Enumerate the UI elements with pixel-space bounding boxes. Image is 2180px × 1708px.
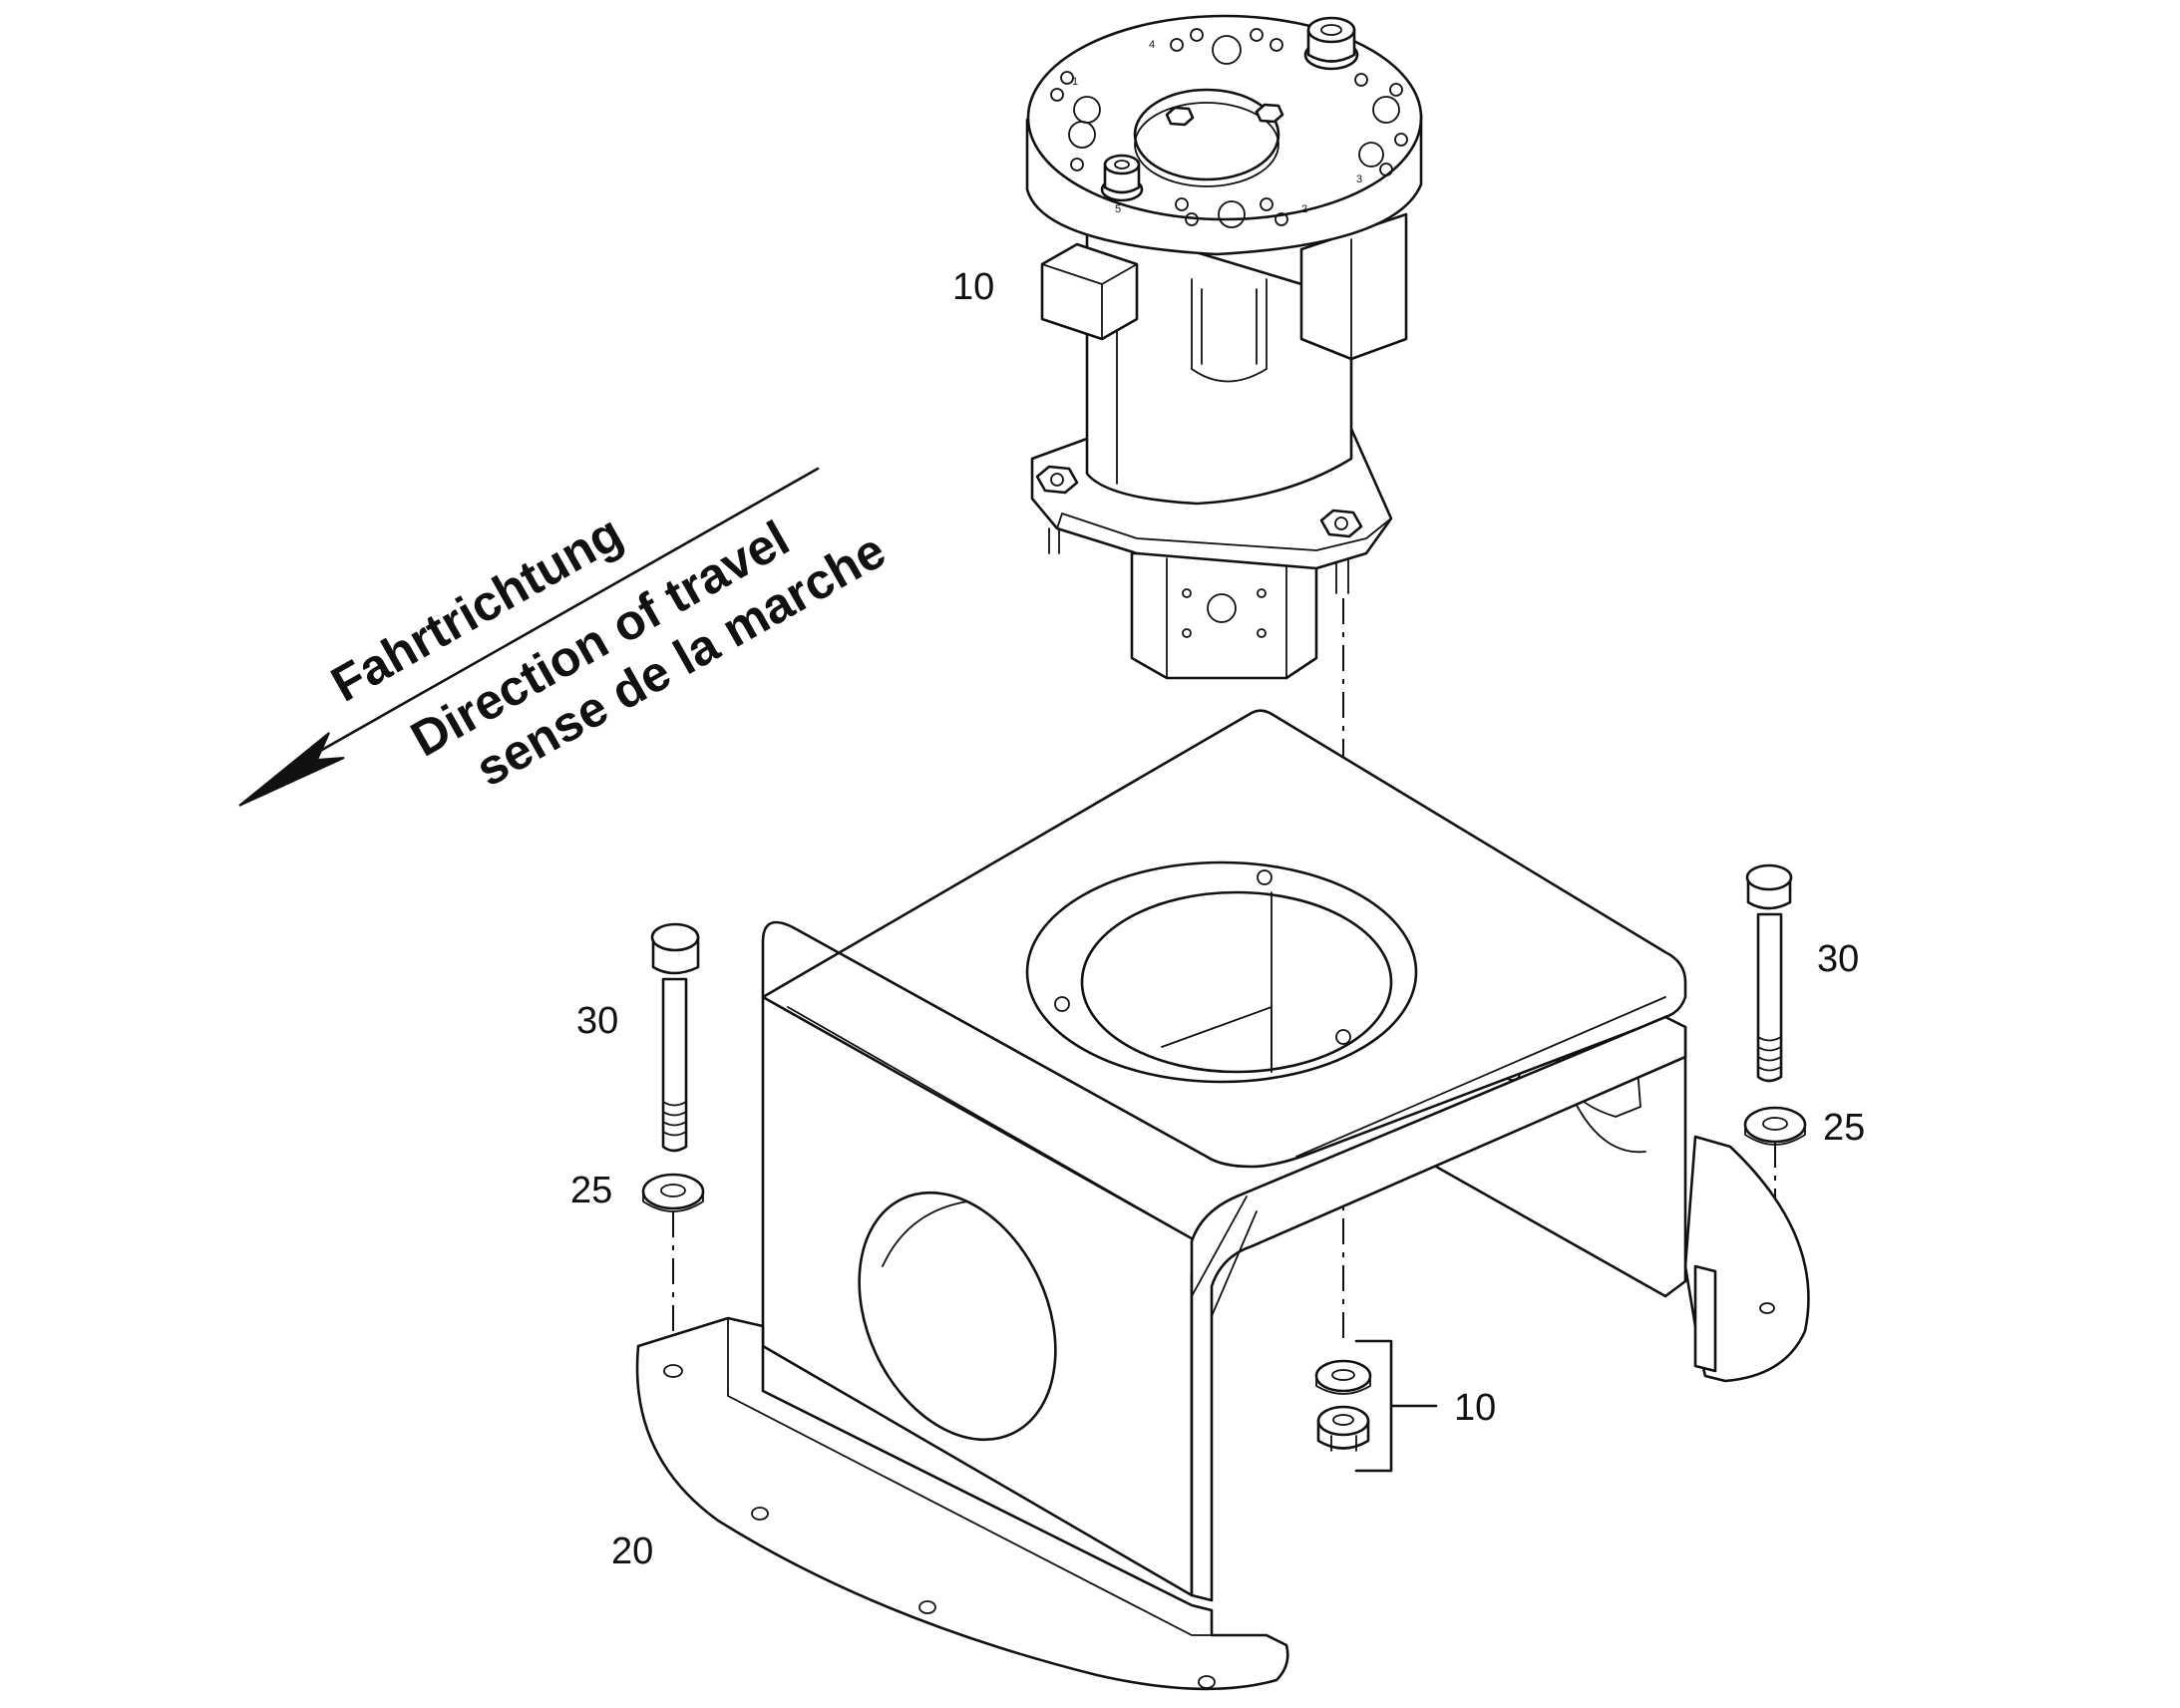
- callout-bolt-left: 30: [576, 1000, 618, 1042]
- motor-port-hole: [1207, 593, 1237, 623]
- direction-arrow-shaft: [297, 467, 820, 765]
- hydraulic-motor: 4 1 3 2 5: [1025, 14, 1423, 680]
- hex-nut-bottom: [1316, 1405, 1370, 1452]
- direction-arrow-head: [238, 732, 345, 807]
- callout-bolt-right: 30: [1817, 938, 1859, 980]
- port-mark-5: 5: [1115, 203, 1121, 215]
- hex-bolt-left: [650, 922, 700, 1153]
- motor-lower-housing: [1130, 551, 1318, 680]
- frame-corner-bend: [1190, 1015, 1687, 1602]
- washer-right: [1743, 1106, 1807, 1146]
- support-frame: [635, 709, 1810, 1691]
- motor-valve-block: [1299, 212, 1408, 361]
- motor-stud-left: [1048, 527, 1060, 554]
- washer-left: [641, 1173, 705, 1212]
- hydraulic-fitting-front: [1100, 154, 1144, 202]
- motor-body-cylinder: [1085, 217, 1353, 506]
- hydraulic-fitting-top: [1303, 16, 1359, 71]
- base-plate-left: [635, 1316, 1289, 1691]
- callout-frame: 20: [611, 1531, 653, 1572]
- cap-hole-pattern: [1050, 28, 1408, 228]
- motor-side-connector-box: [1040, 242, 1139, 341]
- motor-stud-right: [1335, 557, 1349, 594]
- port-mark-1: 1: [1072, 76, 1078, 88]
- hex-bolt-right: [1745, 863, 1793, 1083]
- callout-motor: 10: [952, 266, 994, 308]
- port-mark-2: 2: [1301, 203, 1307, 215]
- direction-of-travel-arrow: Fahrtrichtung Direction of travel sense …: [238, 467, 895, 807]
- flange-bolt-right: [1319, 509, 1363, 538]
- motor-body-recess: [1191, 278, 1268, 383]
- cover-bolt-right: [1255, 103, 1284, 124]
- washer-bottom: [1314, 1359, 1372, 1395]
- callout-nut-washer: 10: [1454, 1387, 1496, 1429]
- callout-bracket-nut-washer: [1354, 1339, 1438, 1473]
- callout-washer-right: 25: [1823, 1107, 1865, 1149]
- cover-bolt-left: [1165, 106, 1195, 127]
- frame-front-opening: [858, 1191, 1057, 1442]
- callout-washer-left: 25: [570, 1170, 612, 1211]
- flange-bolt-left: [1035, 465, 1079, 495]
- port-mark-4: 4: [1149, 39, 1155, 51]
- top-plate-opening: [1080, 890, 1393, 1074]
- port-mark-3: 3: [1356, 173, 1362, 185]
